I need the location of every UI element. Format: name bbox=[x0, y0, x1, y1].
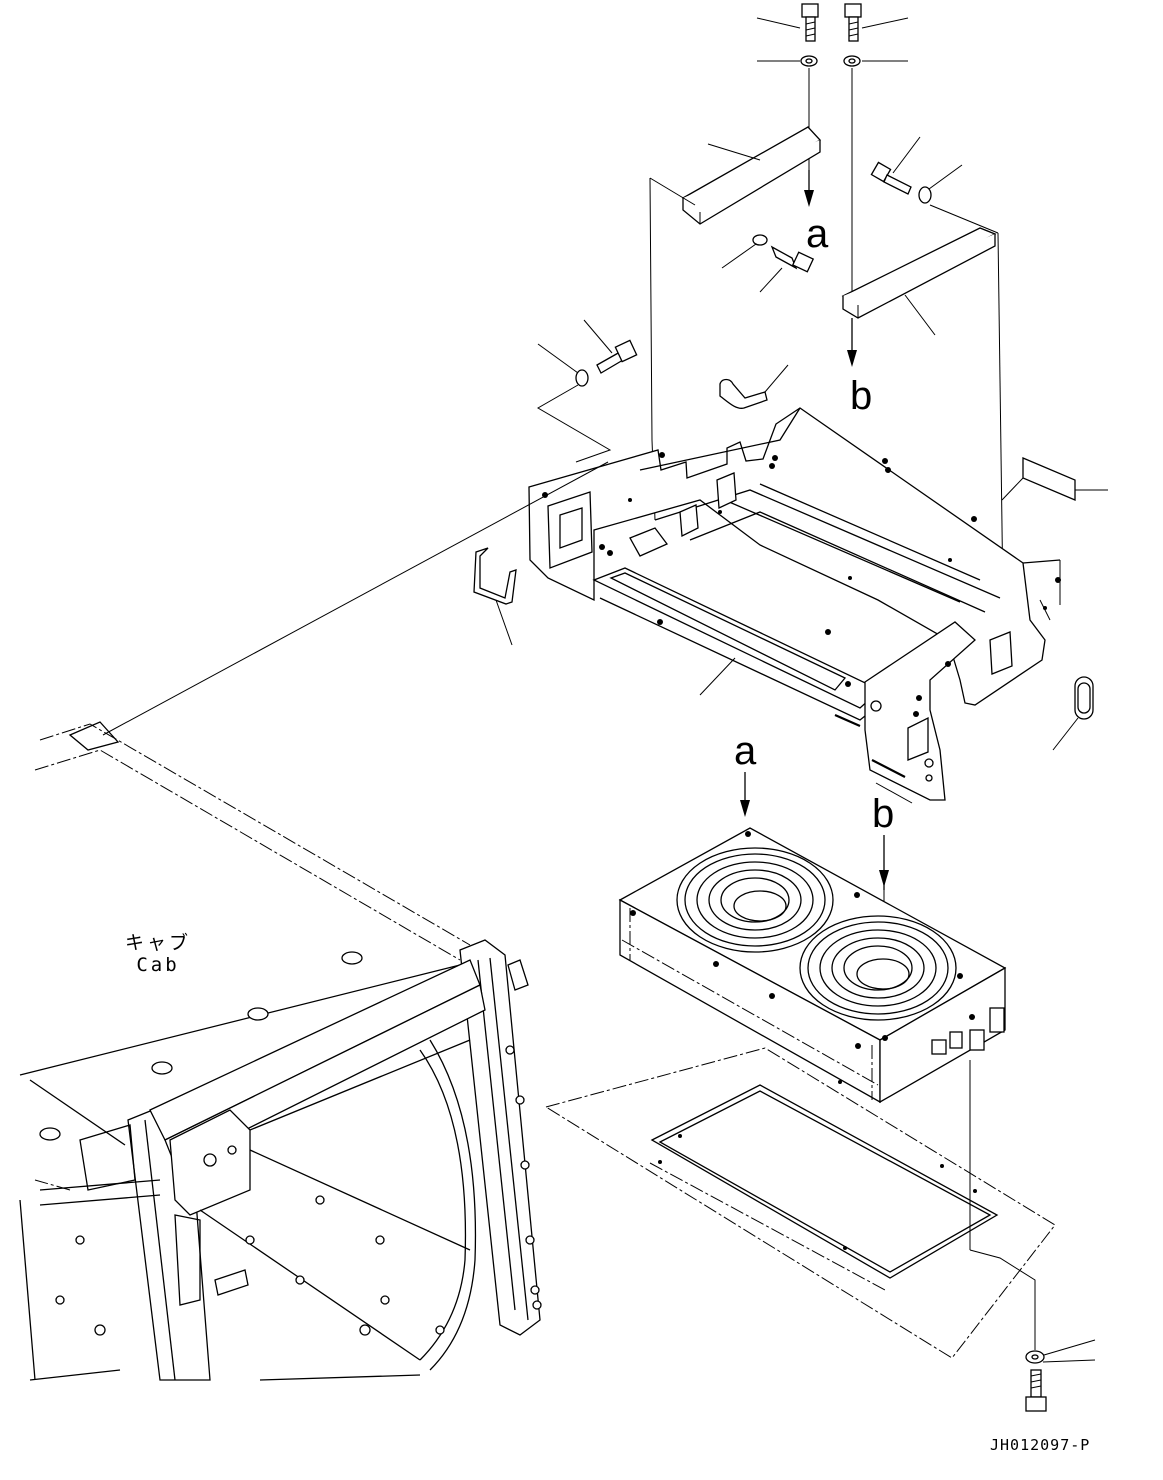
main-frame-icon bbox=[528, 407, 1061, 804]
upper-left-bracket-icon bbox=[681, 126, 822, 225]
top-washers-icon bbox=[800, 55, 861, 67]
label-plate-icon bbox=[1001, 457, 1108, 501]
upper-mid-bolt-icon bbox=[721, 234, 815, 293]
top-right-bolt-icon bbox=[844, 3, 862, 42]
drawing-code: JH012097-P bbox=[990, 1436, 1091, 1454]
callout-b-lower: b bbox=[872, 792, 895, 836]
upper-right-bolt-icon bbox=[870, 136, 963, 204]
cab-structure-icon bbox=[19, 721, 542, 1381]
arrow-to-a bbox=[804, 170, 814, 207]
upper-right-bracket-icon bbox=[841, 227, 997, 336]
handle-icon bbox=[473, 547, 517, 646]
callout-a-upper: a bbox=[806, 212, 829, 256]
cab-label: キャブ Cab bbox=[118, 932, 198, 976]
fan-unit-icon bbox=[618, 827, 1007, 1104]
left-bolt-icon bbox=[537, 319, 638, 387]
top-left-bolt-icon bbox=[801, 3, 819, 42]
bottom-washer-icon bbox=[1025, 1339, 1096, 1364]
cab-label-en: Cab bbox=[136, 954, 180, 976]
arrow-to-b bbox=[847, 318, 857, 367]
base-plate-icon bbox=[544, 1047, 1056, 1359]
grommet-icon bbox=[1052, 676, 1094, 751]
lower-arrow-a bbox=[740, 772, 750, 817]
bottom-bolt-icon bbox=[1025, 1359, 1096, 1412]
callout-a-lower: a bbox=[734, 729, 757, 773]
cab-label-jp: キャブ bbox=[124, 932, 191, 954]
callout-b-upper: b bbox=[850, 374, 873, 418]
clip-icon bbox=[719, 364, 789, 409]
